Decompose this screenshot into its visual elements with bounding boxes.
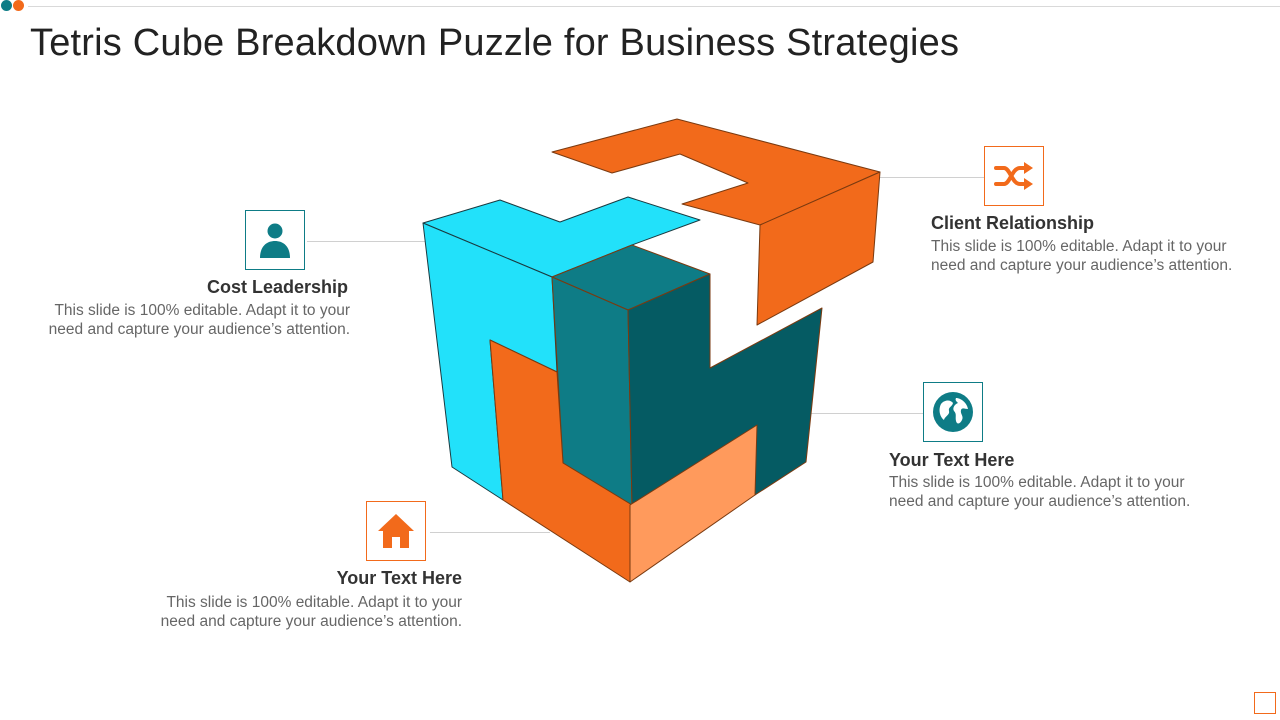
cost-leadership-heading: Cost Leadership <box>148 277 348 298</box>
user-icon <box>257 220 293 260</box>
globe-item-icon-box <box>923 382 983 442</box>
cost-leadership-icon-box <box>245 210 305 270</box>
client-relationship-description: This slide is 100% editable. Adapt it to… <box>931 237 1251 275</box>
shuffle-icon <box>993 159 1035 193</box>
globe-item-heading: Your Text Here <box>889 450 1014 471</box>
cost-leadership-description: This slide is 100% editable. Adapt it to… <box>30 301 350 339</box>
home-item-heading: Your Text Here <box>262 568 462 589</box>
home-item-description: This slide is 100% editable. Adapt it to… <box>142 593 462 631</box>
client-relationship-icon-box <box>984 146 1044 206</box>
globe-icon <box>931 390 975 434</box>
home-item-icon-box <box>366 501 426 561</box>
slide-corner-marker <box>1254 692 1276 714</box>
client-relationship-heading: Client Relationship <box>931 213 1094 234</box>
home-icon <box>376 512 416 550</box>
globe-item-description: This slide is 100% editable. Adapt it to… <box>889 473 1209 511</box>
